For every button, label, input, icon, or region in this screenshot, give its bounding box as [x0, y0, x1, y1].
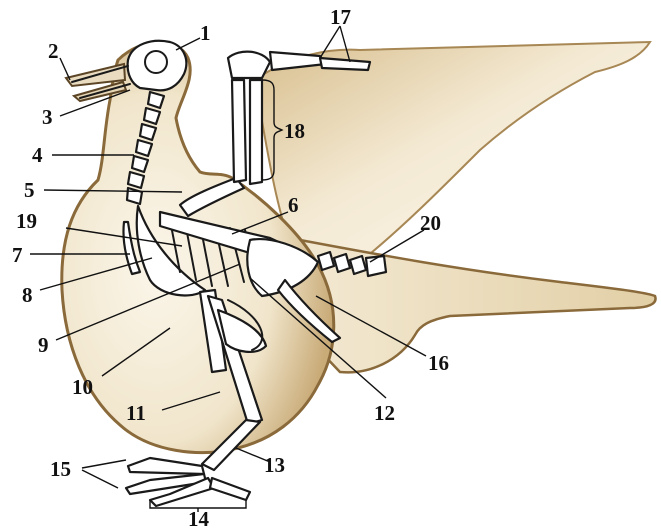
ulna [250, 80, 262, 184]
label-14: 14 [188, 507, 210, 529]
label-13: 13 [264, 453, 285, 477]
label-5: 5 [24, 178, 35, 202]
label-2: 2 [48, 39, 59, 63]
label-3: 3 [42, 105, 53, 129]
label-18: 18 [284, 119, 305, 143]
label-17: 17 [330, 5, 351, 29]
radius [232, 80, 246, 182]
toes [126, 458, 250, 506]
label-1: 1 [200, 21, 211, 45]
label-9: 9 [38, 333, 49, 357]
wing-shape [255, 42, 650, 270]
label-12: 12 [374, 401, 395, 425]
label-7: 7 [12, 243, 23, 267]
label-4: 4 [32, 143, 43, 167]
label-10: 10 [72, 375, 93, 399]
label-8: 8 [22, 283, 33, 307]
label-11: 11 [126, 401, 146, 425]
label-20: 20 [420, 211, 441, 235]
skull [128, 41, 187, 91]
wrist [228, 52, 270, 78]
label-19: 19 [16, 209, 37, 233]
label-15: 15 [50, 457, 71, 481]
label-6: 6 [288, 193, 299, 217]
label-16: 16 [428, 351, 449, 375]
